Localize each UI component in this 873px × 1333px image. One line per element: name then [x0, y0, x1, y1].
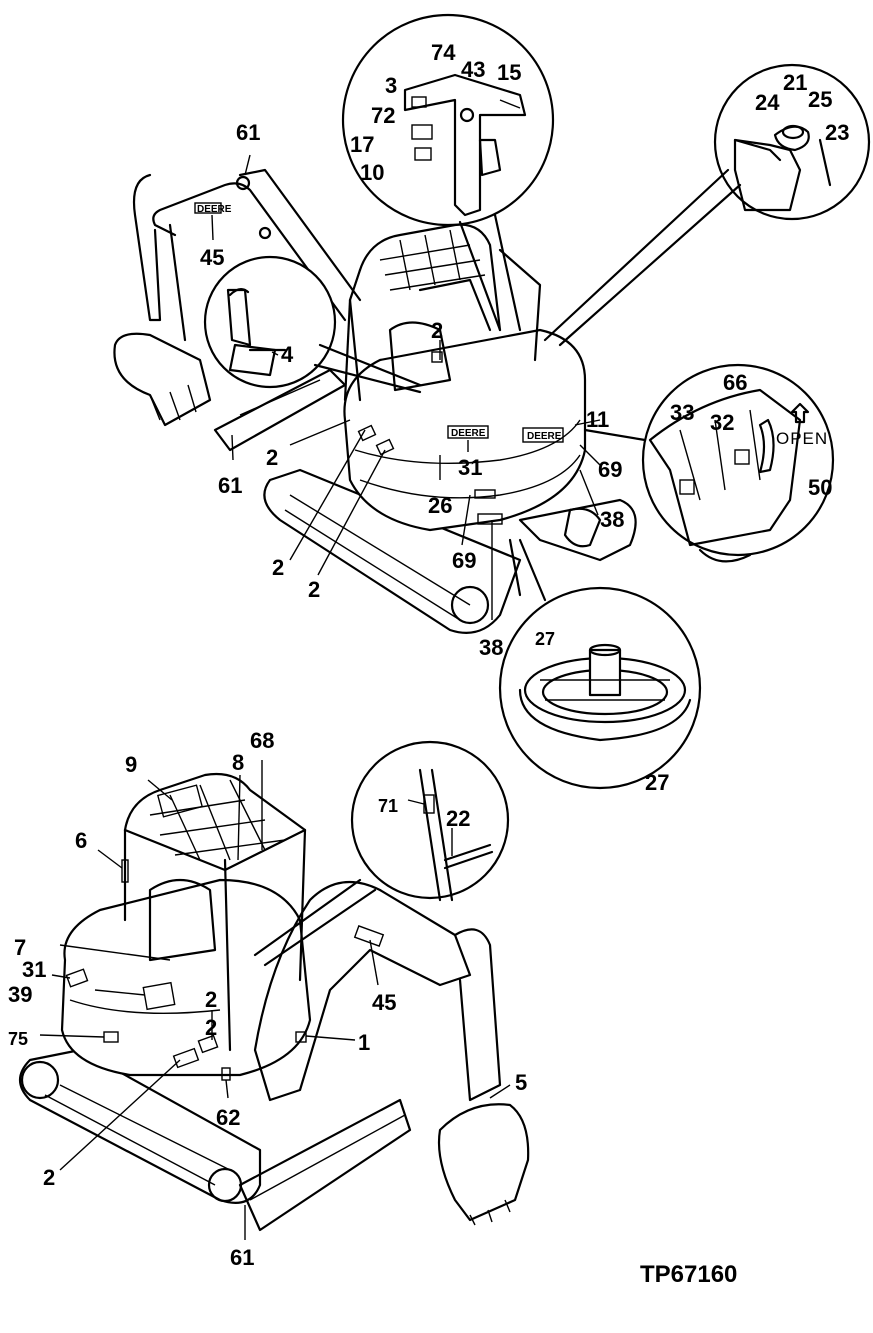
callout-5: 5 [515, 1070, 527, 1095]
callout-38-right: 38 [600, 507, 624, 532]
open-marking: OPEN [776, 429, 828, 448]
callout-74: 74 [431, 40, 456, 65]
callout-2-cab: 2 [431, 318, 443, 343]
open-arrow-icon [790, 402, 810, 424]
arm-front [453, 928, 502, 1102]
callout-38-bottom: 38 [479, 635, 503, 660]
callout-2-front-lower: 2 [43, 1165, 55, 1190]
canopy-frame [358, 223, 502, 332]
callout-23: 23 [825, 120, 849, 145]
callout-11: 11 [586, 407, 609, 432]
callout-8: 8 [232, 750, 244, 775]
boom [152, 182, 347, 322]
callout-39: 39 [8, 982, 32, 1007]
callout-10: 10 [360, 160, 384, 185]
bucket-top [113, 332, 212, 427]
callout-69-bottom: 69 [452, 548, 476, 573]
callout-61-top: 61 [236, 120, 260, 145]
callout-72: 72 [371, 103, 395, 128]
callout-66: 66 [723, 370, 747, 395]
canopy-front [123, 772, 307, 982]
callout-3: 3 [385, 73, 397, 98]
excavator-front-view [18, 740, 530, 1240]
brand-decal-rear [522, 427, 564, 443]
bucket-front [437, 1103, 530, 1222]
upper-structure-front [60, 878, 312, 1077]
callout-71: 71 [378, 796, 398, 816]
callout-50: 50 [808, 475, 832, 500]
brand-text-side: DEERE [451, 428, 486, 439]
inset-hydraulic-line [350, 740, 510, 900]
inset-control-panel [341, 13, 555, 227]
excavator-rear-view: DEERE DEERE DEERE [113, 13, 871, 790]
boom-decal-45 [194, 202, 222, 214]
callout-61-bottom: 61 [230, 1245, 254, 1270]
track-left [263, 468, 522, 634]
callout-27-top: 27 [535, 629, 555, 649]
callout-9: 9 [125, 752, 137, 777]
callout-26: 26 [428, 493, 452, 518]
svg-text:DEERE: DEERE [197, 204, 232, 215]
callout-75: 75 [8, 1029, 28, 1049]
arm [132, 173, 162, 322]
boom-front [253, 880, 472, 1102]
callout-2-bottom-b: 2 [308, 577, 320, 602]
callout-43: 43 [461, 57, 485, 82]
inset-fuel-cap [713, 63, 871, 221]
callout-6: 6 [75, 828, 87, 853]
dozer-blade-front [238, 1098, 412, 1232]
callout-31-top: 31 [458, 455, 482, 480]
brand-decal-side [447, 425, 489, 439]
callout-45-top: 45 [200, 245, 224, 270]
callout-33: 33 [670, 400, 694, 425]
callout-2-bottom-a: 2 [272, 555, 284, 580]
callout-7: 7 [14, 935, 26, 960]
callout-15: 15 [497, 60, 521, 85]
figure-id: TP67160 [640, 1261, 737, 1288]
callout-22: 22 [446, 806, 470, 831]
callout-68: 68 [250, 728, 274, 753]
callout-31-bottom: 31 [22, 957, 46, 982]
callout-25: 25 [808, 87, 832, 112]
callout-24: 24 [755, 90, 780, 115]
callout-32: 32 [710, 410, 734, 435]
callout-4: 4 [281, 342, 294, 367]
callout-45-bottom: 45 [372, 990, 396, 1015]
callout-27-bottom: 27 [645, 770, 669, 795]
callout-62: 62 [216, 1105, 240, 1130]
callout-2-front-upper: 2 [205, 987, 217, 1012]
callout-2-left: 2 [266, 445, 278, 470]
callout-69-right: 69 [598, 457, 622, 482]
brand-text-rear: DEERE [527, 431, 562, 442]
inset-joystick [203, 255, 337, 389]
callout-17: 17 [350, 132, 374, 157]
callout-21: 21 [783, 70, 807, 95]
track-right [518, 498, 637, 562]
callout-61-blade: 61 [218, 473, 242, 498]
callout-2-front-middle: 2 [205, 1015, 217, 1040]
callout-1: 1 [358, 1030, 370, 1055]
callouts-top: 74 43 15 3 72 17 10 61 45 4 2 2 2 2 61 1… [200, 40, 849, 795]
callouts-bottom: 9 8 68 6 71 22 7 31 39 2 45 1 75 2 62 5 … [8, 728, 527, 1270]
